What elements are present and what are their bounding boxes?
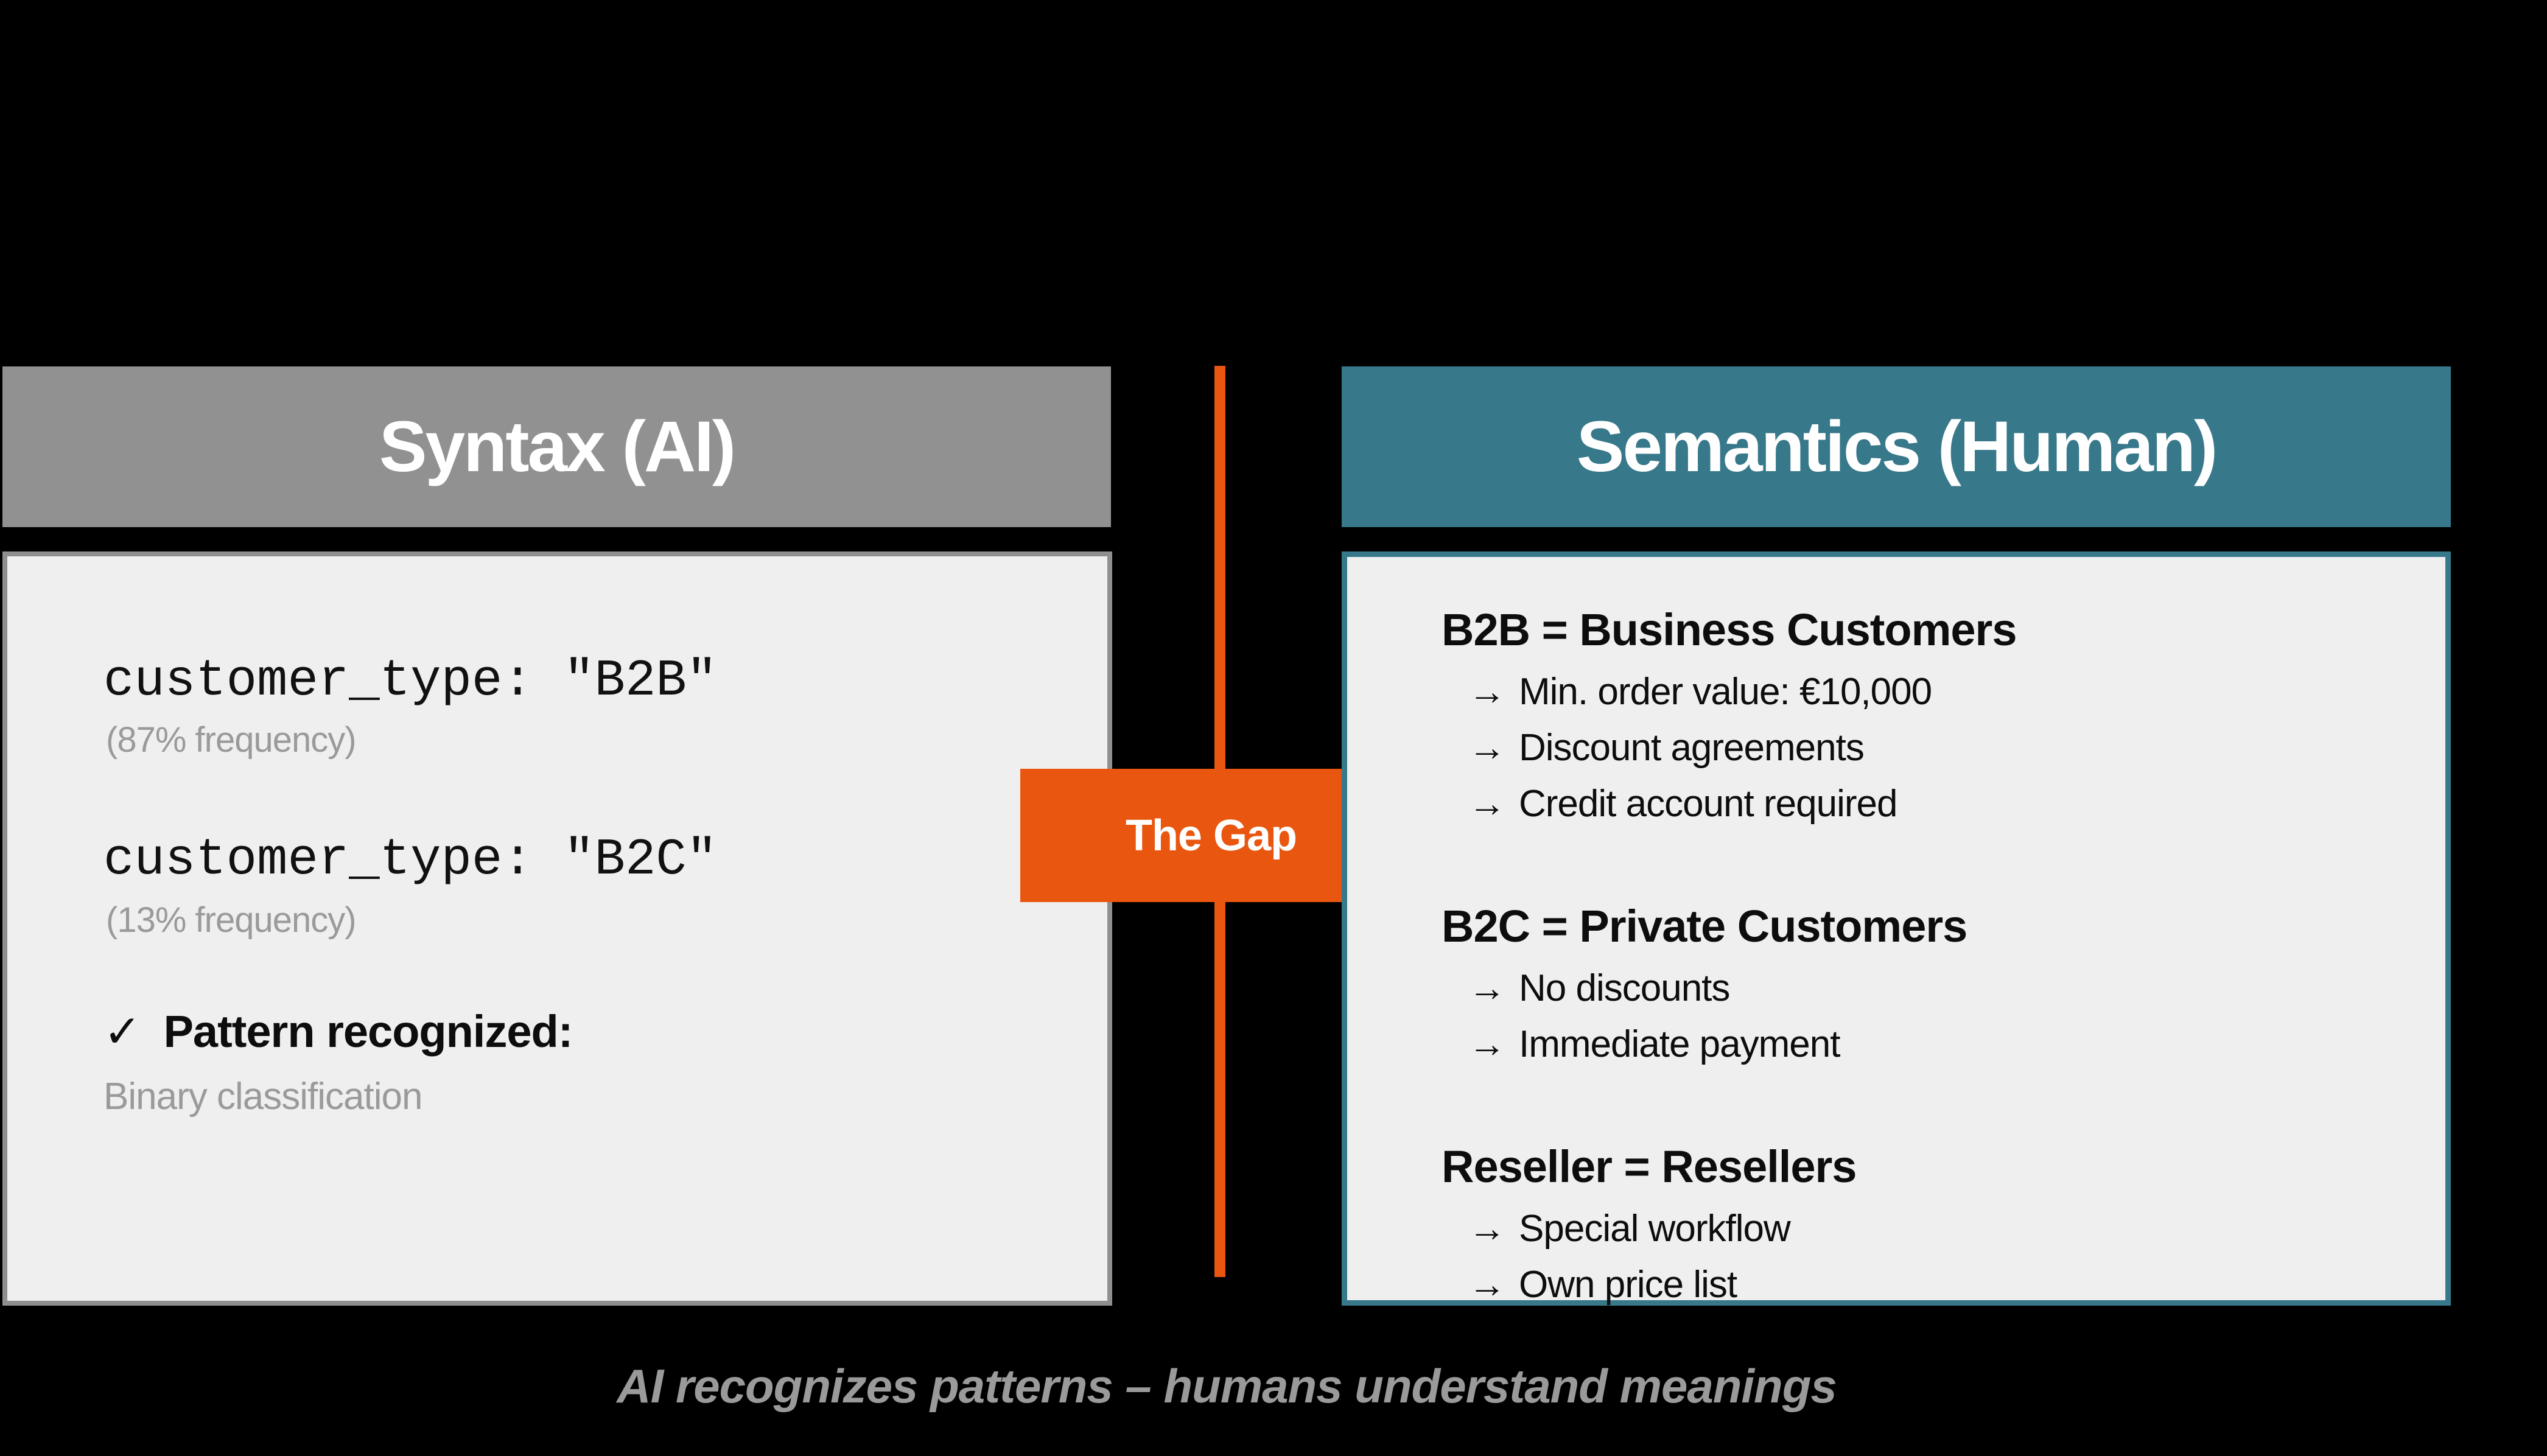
code-line-b2c: customer_type: "B2C" bbox=[103, 831, 718, 889]
syntax-header-label: Syntax (AI) bbox=[379, 407, 736, 487]
list-item: → Special workflow bbox=[1442, 1201, 2414, 1257]
bullet-text: Discount agreements bbox=[1519, 727, 1865, 769]
arrow-icon: → bbox=[1468, 1023, 1506, 1065]
arrow-icon: → bbox=[1468, 1208, 1506, 1250]
list-item: → No discounts bbox=[1442, 961, 2414, 1017]
pattern-subtitle: Binary classification bbox=[103, 1076, 422, 1118]
arrow-icon: → bbox=[1468, 727, 1506, 769]
slide-caption: AI recognizes patterns – humans understa… bbox=[617, 1359, 1837, 1413]
arrow-icon: → bbox=[1468, 671, 1506, 713]
section-reseller: Reseller = Resellers → Special workflow →… bbox=[1442, 1141, 2414, 1313]
list-item: → Discount agreements bbox=[1442, 720, 2414, 776]
list-item: → Immediate payment bbox=[1442, 1017, 2414, 1073]
arrow-icon: → bbox=[1468, 783, 1506, 825]
bullet-text: Own price list bbox=[1519, 1264, 1737, 1306]
gap-badge-label: The Gap bbox=[1125, 811, 1297, 860]
frequency-b2b: (87% frequency) bbox=[106, 720, 357, 760]
syntax-header: Syntax (AI) bbox=[2, 366, 1111, 527]
pattern-recognized-line: ✓ Pattern recognized: bbox=[103, 1006, 573, 1058]
syntax-panel bbox=[2, 551, 1112, 1306]
section-b2b: B2B = Business Customers → Min. order val… bbox=[1442, 604, 2414, 832]
section-reseller-title: Reseller = Resellers bbox=[1442, 1141, 1857, 1192]
semantics-panel bbox=[1342, 551, 2451, 1306]
bullet-text: Credit account required bbox=[1519, 783, 1897, 825]
section-b2c: B2C = Private Customers → No discounts → I… bbox=[1442, 900, 2414, 1073]
arrow-icon: → bbox=[1468, 1264, 1506, 1306]
check-icon: ✓ bbox=[103, 1006, 141, 1057]
semantics-content: B2B = Business Customers → Min. order val… bbox=[1342, 551, 2451, 1381]
code-line-b2b: customer_type: "B2B" bbox=[103, 653, 718, 710]
section-b2c-title: B2C = Private Customers bbox=[1442, 901, 1967, 951]
section-b2b-title: B2B = Business Customers bbox=[1442, 604, 2017, 655]
frequency-b2c: (13% frequency) bbox=[106, 900, 357, 940]
arrow-icon: → bbox=[1468, 967, 1506, 1009]
bullet-text: Min. order value: €10,000 bbox=[1519, 671, 1932, 713]
semantics-header: Semantics (Human) bbox=[1342, 366, 2451, 527]
bullet-text: No discounts bbox=[1519, 967, 1730, 1009]
list-item: → Own price list bbox=[1442, 1257, 2414, 1313]
gap-badge: The Gap bbox=[1020, 769, 1402, 902]
list-item: → Min. order value: €10,000 bbox=[1442, 664, 2414, 720]
bullet-text: Special workflow bbox=[1519, 1208, 1791, 1250]
pattern-recognized-label: Pattern recognized: bbox=[163, 1006, 573, 1057]
semantics-header-label: Semantics (Human) bbox=[1576, 407, 2218, 487]
bullet-text: Immediate payment bbox=[1519, 1023, 1840, 1065]
list-item: → Credit account required bbox=[1442, 776, 2414, 832]
